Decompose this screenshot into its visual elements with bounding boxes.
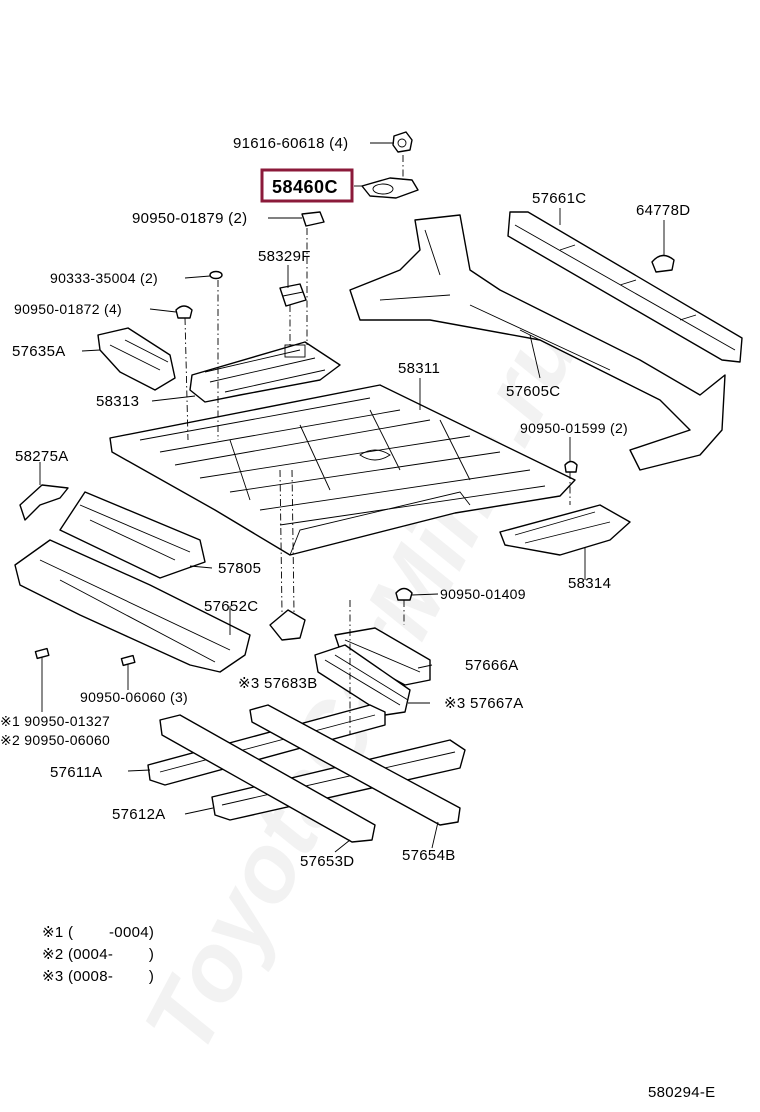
bracket-58460C [361,177,419,199]
plug-90950-01599 [564,460,578,473]
label-57635A[interactable]: 57635A [12,343,66,360]
long-member-57652C [14,539,251,673]
label-57653D[interactable]: 57653D [300,853,354,870]
rail-57661C [507,211,743,363]
label-58313[interactable]: 58313 [96,393,139,410]
leader-lines [39,142,665,853]
cross-member-57612A [211,739,466,821]
panel-58314 [499,504,631,556]
reinforcement-57667A [314,644,411,716]
grommet-90333 [209,270,223,280]
bracket-58275A [19,484,69,521]
label-58329F[interactable]: 58329F [258,248,311,265]
plug-90950-01872 [175,305,193,319]
cross-member-57805 [59,491,206,579]
plug-90950-06060-3 [120,654,136,667]
member-57653D [159,714,376,843]
label-90950-01409[interactable]: 90950-01409 [440,586,526,602]
label-91616-60618[interactable]: 91616-60618 (4) [233,135,348,152]
plug-90950-01327 [34,647,50,660]
label-57611A[interactable]: 57611A [50,764,102,781]
legend-note-3: ※3 (0008- ) [42,968,154,985]
label-58314[interactable]: 58314 [568,575,611,592]
assembly-dashed-lines [184,155,571,735]
side-member-57605C [349,214,726,471]
label-57661C[interactable]: 57661C [532,190,586,207]
label-58311[interactable]: 58311 [398,360,440,377]
applicability-legend: ※1 ( -0004) ※2 (0004- ) ※3 (0008- ) [42,924,154,985]
plug-90950-01409 [395,587,413,601]
legend-note-2: ※2 (0004- ) [42,946,154,963]
label-64778D[interactable]: 64778D [636,202,690,219]
bracket-57683B [269,609,306,641]
plug-58329F [279,283,307,307]
label-90950-01872[interactable]: 90950-01872 (4) [14,301,122,317]
label-90950-01599[interactable]: 90950-01599 (2) [520,420,628,436]
floor-pan-58311 [109,384,576,556]
label-90950-06060-3[interactable]: 90950-06060 (3) [80,689,188,705]
label-57805[interactable]: 57805 [218,560,261,577]
cross-member-57611A [147,704,386,786]
member-57654B [249,704,461,826]
label-57612A[interactable]: 57612A [112,806,166,823]
legend-note-1: ※1 ( -0004) [42,924,154,941]
highlight-box-58460C [260,168,354,203]
label-90950-06060-2[interactable]: ※2 90950-06060 [0,732,110,748]
label-90333-35004[interactable]: 90333-35004 (2) [50,270,158,286]
label-57605C[interactable]: 57605C [506,383,560,400]
label-57652C[interactable]: 57652C [204,598,258,615]
label-57666A[interactable]: 57666A [465,657,519,674]
grommet-64778D [651,254,675,273]
diagram-code: 580294-E [648,1084,715,1101]
bracket-57635A [97,327,176,391]
pad-90950-01879 [301,211,325,227]
front-floor-58313 [189,341,341,403]
label-58275A[interactable]: 58275A [15,448,69,465]
label-57654B[interactable]: 57654B [402,847,456,864]
nut-91616 [392,131,413,153]
label-58460C[interactable]: 58460C [272,177,338,197]
label-57683B[interactable]: ※3 57683B [238,675,318,692]
label-90950-01879[interactable]: 90950-01879 (2) [132,210,247,227]
label-57667A[interactable]: ※3 57667A [444,695,524,712]
label-90950-01327[interactable]: ※1 90950-01327 [0,713,110,729]
